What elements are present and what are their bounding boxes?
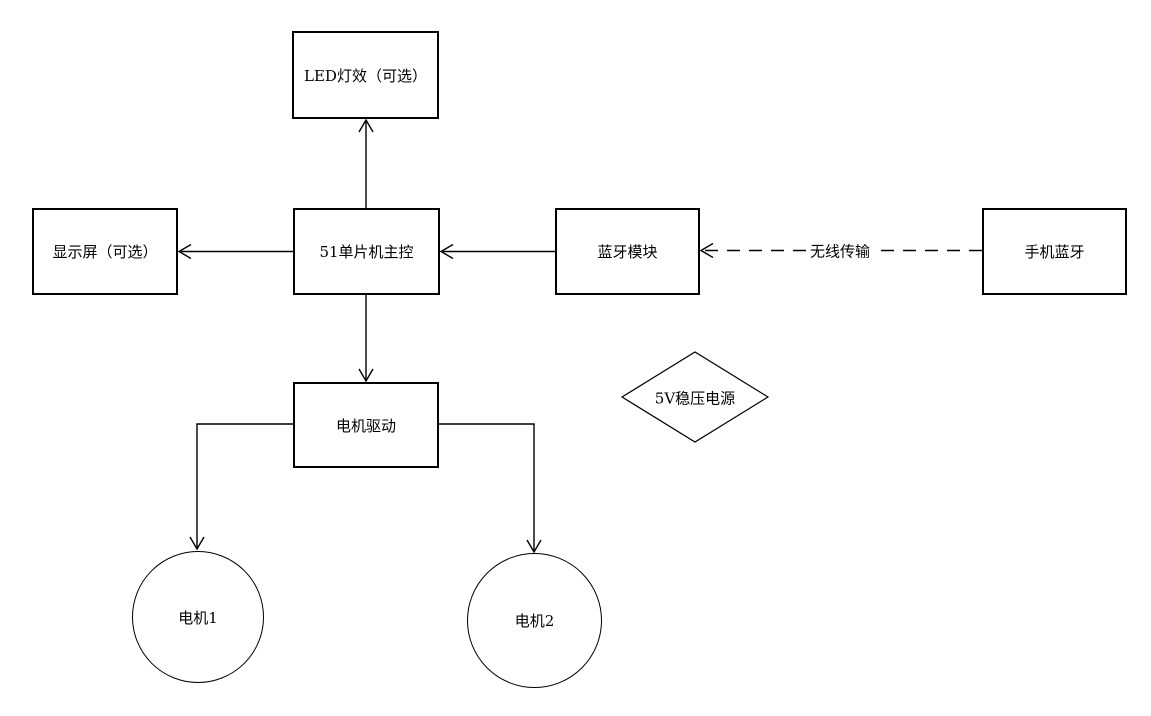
node-motor-1: 电机1 bbox=[132, 551, 264, 683]
node-power-supply-label: 5V稳压电源 bbox=[654, 389, 736, 408]
node-motor-driver: 电机驱动 bbox=[293, 382, 439, 468]
node-display-screen-label: 显示屏（可选） bbox=[52, 243, 158, 261]
arrowhead-left-icon bbox=[439, 243, 454, 260]
node-mcu-controller: 51单片机主控 bbox=[293, 208, 440, 295]
node-display-screen: 显示屏（可选） bbox=[32, 208, 178, 295]
arrowhead-left-icon bbox=[177, 243, 192, 260]
edge-wireless-transmission-label: 无线传输 bbox=[806, 240, 874, 262]
node-led-effect-label: LED灯效（可选） bbox=[304, 66, 427, 85]
arrowhead-up-icon bbox=[358, 118, 374, 133]
arrowhead-down-icon bbox=[526, 539, 542, 554]
node-motor-2: 电机2 bbox=[467, 553, 602, 688]
node-power-diamond-shape bbox=[620, 351, 770, 443]
node-motor-1-label: 电机1 bbox=[178, 608, 218, 627]
node-bluetooth-module-label: 蓝牙模块 bbox=[597, 243, 658, 261]
node-led-effect: LED灯效（可选） bbox=[292, 31, 439, 119]
edge-bluetooth-to-mcu bbox=[439, 243, 555, 260]
node-bluetooth-module: 蓝牙模块 bbox=[555, 208, 700, 295]
arrowhead-down-icon bbox=[358, 368, 374, 383]
arrowhead-left-icon bbox=[699, 242, 714, 259]
node-motor-driver-label: 电机驱动 bbox=[335, 416, 396, 435]
node-phone-bluetooth: 手机蓝牙 bbox=[982, 208, 1127, 295]
edge-mcu-to-led bbox=[358, 118, 374, 208]
node-mcu-controller-label: 51单片机主控 bbox=[319, 243, 414, 261]
edge-mcu-to-driver bbox=[358, 295, 374, 383]
edge-driver-to-motor1 bbox=[189, 423, 293, 551]
arrowhead-down-icon bbox=[189, 536, 205, 551]
node-motor-2-label: 电机2 bbox=[514, 612, 555, 630]
node-phone-bluetooth-label: 手机蓝牙 bbox=[1024, 243, 1085, 261]
edge-driver-to-motor2 bbox=[439, 423, 542, 554]
edge-mcu-to-display bbox=[177, 243, 293, 260]
